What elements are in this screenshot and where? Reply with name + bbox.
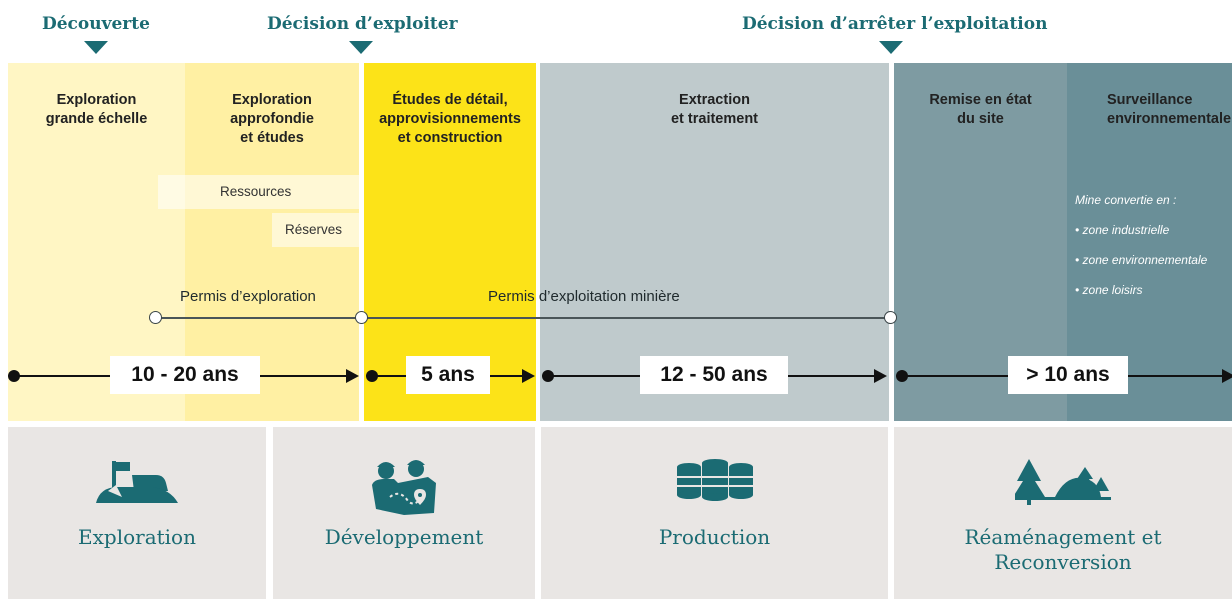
permit-end-circle bbox=[884, 311, 897, 324]
mine-converted-title: Mine convertie en : bbox=[1075, 193, 1177, 207]
duration-production: 12 - 50 ans bbox=[640, 356, 788, 394]
timeline-arrow bbox=[522, 369, 535, 383]
milestone-decouverte-marker bbox=[84, 41, 108, 54]
phase-exploration: Exploration bbox=[8, 427, 266, 599]
tag-reserves-label: Réserves bbox=[285, 222, 343, 237]
flag-on-hill-icon bbox=[96, 461, 178, 503]
mine-converted-item: • zone environnementale bbox=[1075, 253, 1208, 267]
mine-converted-note: Mine convertie en : • zone industrielle … bbox=[1075, 178, 1207, 313]
band-exploration-grande-echelle: Exploration grande échelle bbox=[8, 63, 185, 421]
stage-extraction: Extraction et traitement bbox=[670, 92, 759, 127]
trees-landscape-icon bbox=[1015, 459, 1111, 505]
stage-remise-en-etat: Remise en état du site bbox=[929, 92, 1032, 127]
permit-exploration-label: Permis d’exploration bbox=[180, 288, 316, 305]
milestone-decision-exploiter-marker bbox=[349, 41, 373, 54]
stage-etudes-detail: Études de détail, approvisionnements et … bbox=[379, 92, 521, 146]
mine-converted-item: • zone loisirs bbox=[1075, 283, 1143, 297]
workers-with-map-icon bbox=[372, 460, 436, 515]
timeline-dot bbox=[366, 370, 378, 382]
mine-converted-item: • zone industrielle bbox=[1075, 223, 1170, 237]
phase-developpement: Développement bbox=[273, 427, 535, 599]
timeline-arrow bbox=[346, 369, 359, 383]
milestone-decision-exploiter: Décision d’exploiter bbox=[267, 14, 458, 34]
permit-transition-circle bbox=[355, 311, 368, 324]
tag-ressources: Ressources bbox=[158, 175, 359, 209]
milestone-decision-arreter-marker bbox=[879, 41, 903, 54]
phase-label-exploration: Exploration bbox=[78, 525, 196, 549]
stacked-ore-icon bbox=[676, 459, 753, 501]
tag-ressources-label: Ressources bbox=[220, 184, 292, 199]
timeline-dot bbox=[542, 370, 554, 382]
band-remise-en-etat: Remise en état du site bbox=[894, 63, 1067, 421]
timeline-dot bbox=[8, 370, 20, 382]
tag-reserves: Réserves bbox=[272, 213, 359, 247]
permit-exploitation-label: Permis d’exploitation minière bbox=[488, 288, 680, 305]
timeline-arrow bbox=[1222, 369, 1232, 383]
stage-exploration-grande-echelle: Exploration grande échelle bbox=[45, 92, 148, 127]
stage-exploration-approfondie: Exploration approfondie et études bbox=[230, 92, 314, 146]
duration-developpement: 5 ans bbox=[406, 356, 490, 394]
phase-label-developpement: Développement bbox=[324, 525, 484, 549]
phase-label-reamenagement: Réaménagement et Reconversion bbox=[964, 525, 1162, 574]
timeline-arrow bbox=[874, 369, 887, 383]
phase-production: Production bbox=[541, 427, 888, 599]
stage-surveillance: Surveillance environnementale bbox=[1107, 92, 1232, 127]
permit-line bbox=[156, 317, 892, 319]
permit-start-circle bbox=[149, 311, 162, 324]
milestone-decouverte: Découverte bbox=[42, 14, 150, 34]
milestone-decision-arreter: Décision d’arrêter l’exploitation bbox=[742, 14, 1048, 34]
duration-exploration: 10 - 20 ans bbox=[110, 356, 260, 394]
timeline-dot bbox=[896, 370, 908, 382]
phase-label-production: Production bbox=[658, 525, 771, 549]
duration-reamenagement: > 10 ans bbox=[1008, 356, 1128, 394]
phase-reamenagement: Réaménagement et Reconversion bbox=[894, 427, 1232, 599]
